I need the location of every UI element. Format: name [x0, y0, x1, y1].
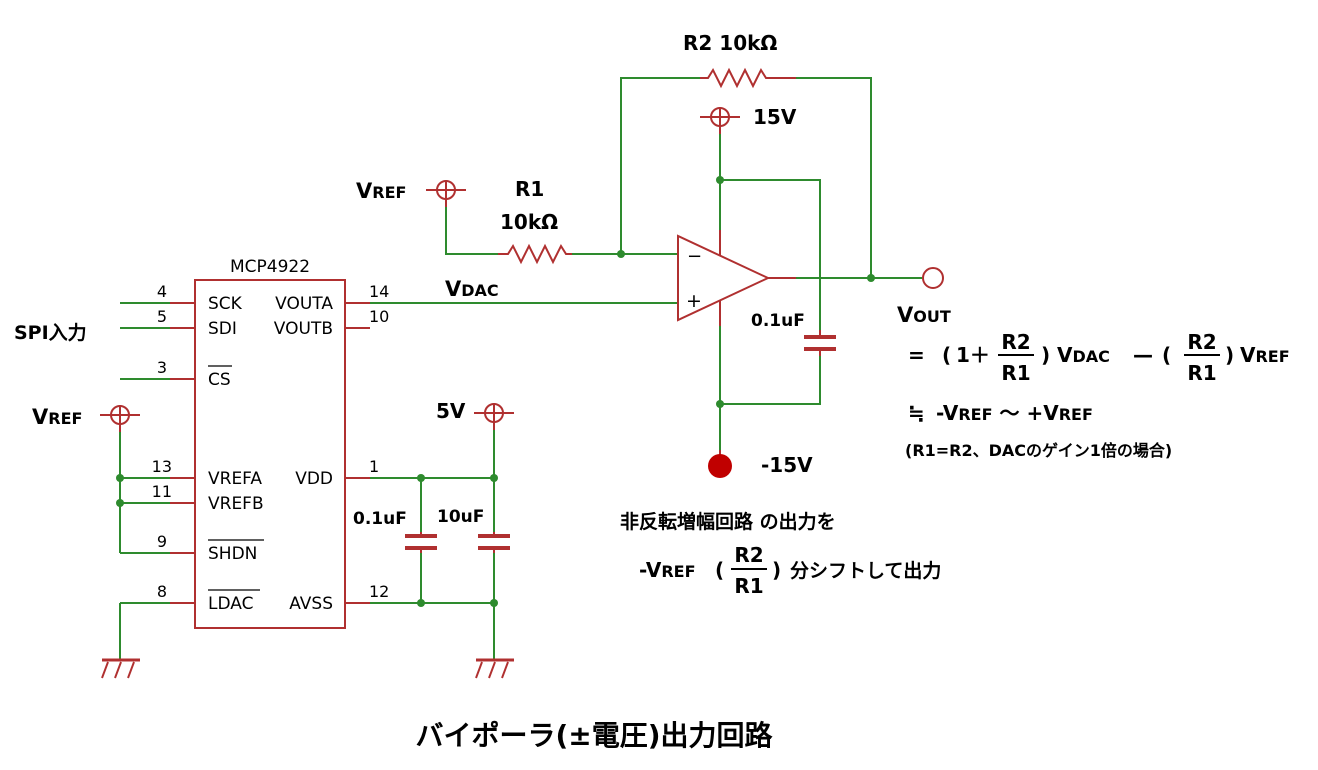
pin-label-avss: AVSS	[289, 594, 333, 614]
junction-vminus	[716, 400, 724, 408]
eq-term-vdac: VDAC	[1057, 343, 1110, 367]
vdac-label: VDAC	[445, 277, 499, 301]
pin-label-shdn: SHDN	[208, 544, 257, 564]
vref-r1-wire	[445, 207, 498, 255]
eq-term-vref: VREF	[1240, 343, 1290, 367]
ground-symbol-right	[475, 658, 514, 679]
pin-label-vdd: VDD	[295, 469, 333, 489]
pin-num-sdi: 5	[157, 307, 167, 326]
pin-num-vrefa: 13	[152, 457, 172, 476]
opamp	[677, 234, 796, 322]
ic-name: MCP4922	[230, 257, 310, 277]
eq-range: -VREF ～ +VREF	[936, 401, 1093, 425]
pin-label-sck: SCK	[208, 294, 243, 314]
eq-frac1-num: R2	[1001, 330, 1030, 354]
eq-approx: ≒	[908, 401, 925, 425]
bypass-cap-bottom-wire	[720, 356, 821, 405]
vref-left-terminal	[100, 405, 140, 432]
note-frac-num: R2	[734, 543, 763, 567]
note-line1: 非反転増幅回路 の出力を	[620, 510, 836, 533]
junction-vrefa	[116, 474, 124, 482]
vout-terminal	[922, 267, 944, 289]
vout-label: VOUT	[897, 303, 951, 327]
eq-paren2-open: (	[1162, 343, 1171, 367]
vref-top-label: VREF	[356, 179, 406, 203]
capacitor-opamp	[804, 330, 836, 356]
junction-vrefb	[116, 499, 124, 507]
note-paren-open: (	[715, 558, 724, 582]
junction-output	[867, 274, 875, 282]
r1-name: R1	[515, 177, 544, 201]
r1-value: 10kΩ	[500, 210, 558, 234]
pin-num-vrefb: 11	[152, 482, 172, 501]
spi-input-label: SPI入力	[14, 321, 87, 344]
eq-one-plus: 1＋	[956, 343, 990, 367]
pin-label-voutb: VOUTB	[274, 319, 333, 339]
pin-num-avss: 12	[369, 582, 389, 601]
diagram-title: バイポーラ(±電圧)出力回路	[415, 719, 773, 752]
ground-symbol-left	[101, 658, 140, 679]
eq-condition: (R1=R2、DACのゲイン1倍の場合)	[905, 441, 1172, 460]
supply-5v-terminal	[474, 403, 514, 430]
eq-frac2-num: R2	[1187, 330, 1216, 354]
ic-left-pins	[120, 302, 195, 604]
pin-num-vdd: 1	[369, 457, 379, 476]
pin-label-vrefa: VREFA	[208, 469, 262, 489]
opamp-minus: −	[687, 246, 702, 267]
eq-frac1-den: R1	[1001, 361, 1030, 385]
bypass-cap-top-wire	[720, 179, 821, 330]
pin-label-vouta: VOUTA	[275, 294, 333, 314]
vref-left-label: VREF	[32, 405, 82, 429]
resistor-r2	[700, 67, 796, 89]
pin-num-shdn: 9	[157, 532, 167, 551]
pin-num-ldac: 8	[157, 582, 167, 601]
supply-15v-label: 15V	[753, 105, 797, 129]
shift-note: 非反転増幅回路 の出力を -VREF ( R2 R1 ) 分シフトして出力	[620, 510, 941, 598]
capacitor-vdd-01uf	[405, 478, 437, 603]
eq-paren-close: )	[1041, 343, 1050, 367]
supply-5v-label: 5V	[436, 399, 466, 423]
note-vref: -VREF	[639, 558, 696, 582]
pin-num-cs: 3	[157, 358, 167, 377]
eq-paren2-close: )	[1225, 343, 1234, 367]
cap-vdd-large-label: 10uF	[437, 507, 484, 527]
eq-sign: =	[908, 343, 925, 367]
pin-label-cs: CS	[208, 370, 231, 390]
pin-label-vrefb: VREFB	[208, 494, 264, 514]
opamp-plus: +	[686, 290, 702, 312]
pin-num-vouta: 14	[369, 282, 389, 301]
note-frac-den: R1	[734, 574, 763, 598]
cap-opamp-label: 0.1uF	[751, 311, 805, 331]
equation: = ( 1＋ R2 R1 ) VDAC — ( R2 R1 ) VREF ≒ -…	[905, 330, 1290, 460]
capacitor-vdd-10uf	[478, 478, 510, 603]
cap-vdd-small-label: 0.1uF	[353, 509, 407, 529]
pin-num-voutb: 10	[369, 307, 389, 326]
feedback-wire-left	[620, 77, 700, 254]
supply-neg15v-terminal	[708, 454, 732, 478]
eq-paren-open: (	[942, 343, 951, 367]
ic-body	[194, 279, 346, 629]
vref-top-terminal	[426, 180, 466, 207]
resistor-r1	[498, 243, 572, 265]
pin-label-sdi: SDI	[208, 319, 237, 339]
supply-15v-terminal	[700, 107, 740, 134]
feedback-wire-right	[796, 77, 872, 278]
ic-right-pins	[345, 302, 370, 604]
eq-frac2-den: R1	[1187, 361, 1216, 385]
note-line2-suffix: 分シフトして出力	[790, 559, 941, 582]
note-paren-close: )	[772, 558, 781, 582]
supply-neg15v-label: -15V	[761, 453, 813, 477]
pin-num-sck: 4	[157, 282, 167, 301]
pin-label-ldac: LDAC	[208, 594, 253, 614]
r2-label: R2 10kΩ	[683, 31, 777, 55]
eq-minus: —	[1133, 343, 1153, 367]
